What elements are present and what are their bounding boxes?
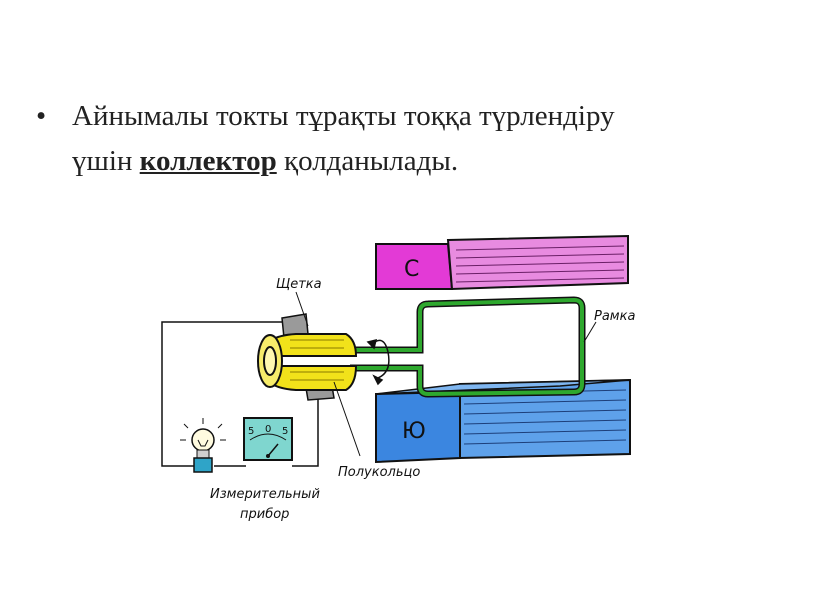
text-line-2-prefix: үшін xyxy=(72,145,140,177)
pole-south-label: Ю xyxy=(402,419,426,444)
circuit-wires xyxy=(161,321,319,467)
collector-half-rings xyxy=(257,333,358,391)
text-line-2-suffix: қолданылады. xyxy=(276,145,459,177)
meter-icon: 5 0 5 xyxy=(243,417,293,461)
meter-scale-left: 5 xyxy=(248,426,254,437)
label-brush: Щетка xyxy=(276,277,322,292)
magnet-north: С xyxy=(375,234,629,291)
meter-scale-zero: 0 xyxy=(265,424,271,435)
label-frame: Рамка xyxy=(594,309,635,324)
wire-frame xyxy=(350,296,586,398)
label-meter-line2: прибор xyxy=(240,507,289,522)
label-half-ring: Полукольцо xyxy=(338,465,420,480)
bullet-text: Айнымалы токты тұрақты тоққа түрлендіру … xyxy=(72,94,792,184)
keyword-collector: коллектор xyxy=(139,145,277,177)
bullet-marker: • xyxy=(36,100,47,132)
text-line-1: Айнымалы токты тұрақты тоққа түрлендіру xyxy=(72,100,615,132)
pole-north-label: С xyxy=(404,257,419,282)
label-meter-line1: Измерительный xyxy=(210,487,320,502)
meter-scale-right: 5 xyxy=(282,426,288,437)
lamp-icon xyxy=(180,418,226,473)
leader-lines xyxy=(295,291,597,457)
rotation-arrow xyxy=(366,338,390,386)
